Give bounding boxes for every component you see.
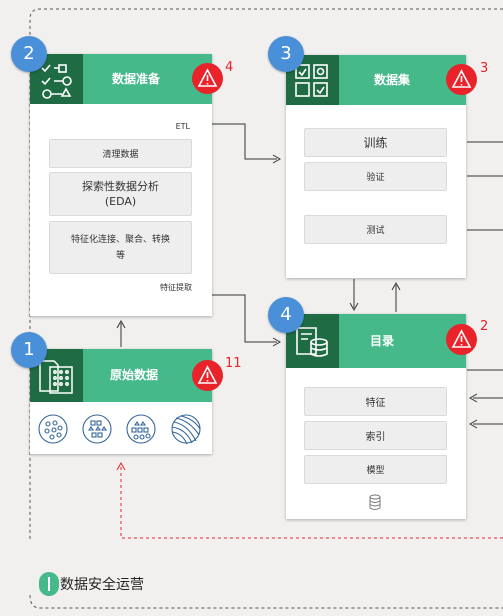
alert-count-raw: 11 — [225, 356, 242, 371]
security-ops-label: 数据安全运营 — [39, 572, 144, 596]
alert-count-catalog: 2 — [480, 319, 489, 334]
raw-data-card[interactable]: 原始数据 — [30, 349, 212, 454]
alert-count-prep: 4 — [225, 60, 234, 75]
alert-icon-prep — [192, 63, 223, 94]
alert-icon-catalog — [446, 324, 477, 355]
alert-icon-dataset — [446, 64, 477, 95]
features-chip[interactable]: 特征 — [304, 387, 447, 416]
data-prep-title: 数据准备 — [112, 72, 161, 86]
raw-data-circles — [38, 413, 208, 449]
clean-data-chip[interactable]: 清理数据 — [49, 139, 192, 168]
step-badge-raw: 1 — [11, 332, 47, 368]
raw-data-title: 原始数据 — [110, 368, 159, 382]
validate-chip[interactable]: 验证 — [304, 162, 447, 191]
alert-icon-raw — [192, 360, 223, 391]
etl-label: ETL — [175, 122, 190, 131]
dataset-card[interactable]: 数据集 训练 验证 测试 — [286, 55, 466, 278]
eda-chip[interactable]: 探索性数据分析 (EDA) — [49, 172, 192, 216]
security-ops-icon — [39, 572, 59, 596]
test-chip[interactable]: 测试 — [304, 215, 447, 244]
connectors — [116, 123, 503, 429]
alert-count-dataset: 3 — [480, 61, 489, 76]
step-badge-catalog: 4 — [268, 297, 304, 333]
step-badge-dataset: 3 — [268, 36, 304, 72]
index-chip[interactable]: 索引 — [304, 421, 447, 450]
train-chip[interactable]: 训练 — [304, 128, 447, 157]
storage-icon — [368, 494, 382, 515]
model-chip[interactable]: 模型 — [304, 455, 447, 484]
catalog-title: 目录 — [370, 334, 395, 348]
catalog-card[interactable]: 目录 特征 索引 模型 — [286, 314, 466, 519]
feature-extraction-label: 特征提取 — [160, 283, 192, 292]
step-badge-prep: 2 — [11, 36, 47, 72]
data-prep-card[interactable]: 数据准备 ETL 清理数据 探索性数据分析 (EDA) 特征化连接、聚合、转换 … — [30, 54, 212, 316]
feedback-line — [120, 467, 503, 539]
dataset-title: 数据集 — [374, 73, 411, 87]
security-ops-text: 数据安全运营 — [60, 577, 144, 593]
featurize-chip[interactable]: 特征化连接、聚合、转换 等 — [49, 221, 192, 274]
